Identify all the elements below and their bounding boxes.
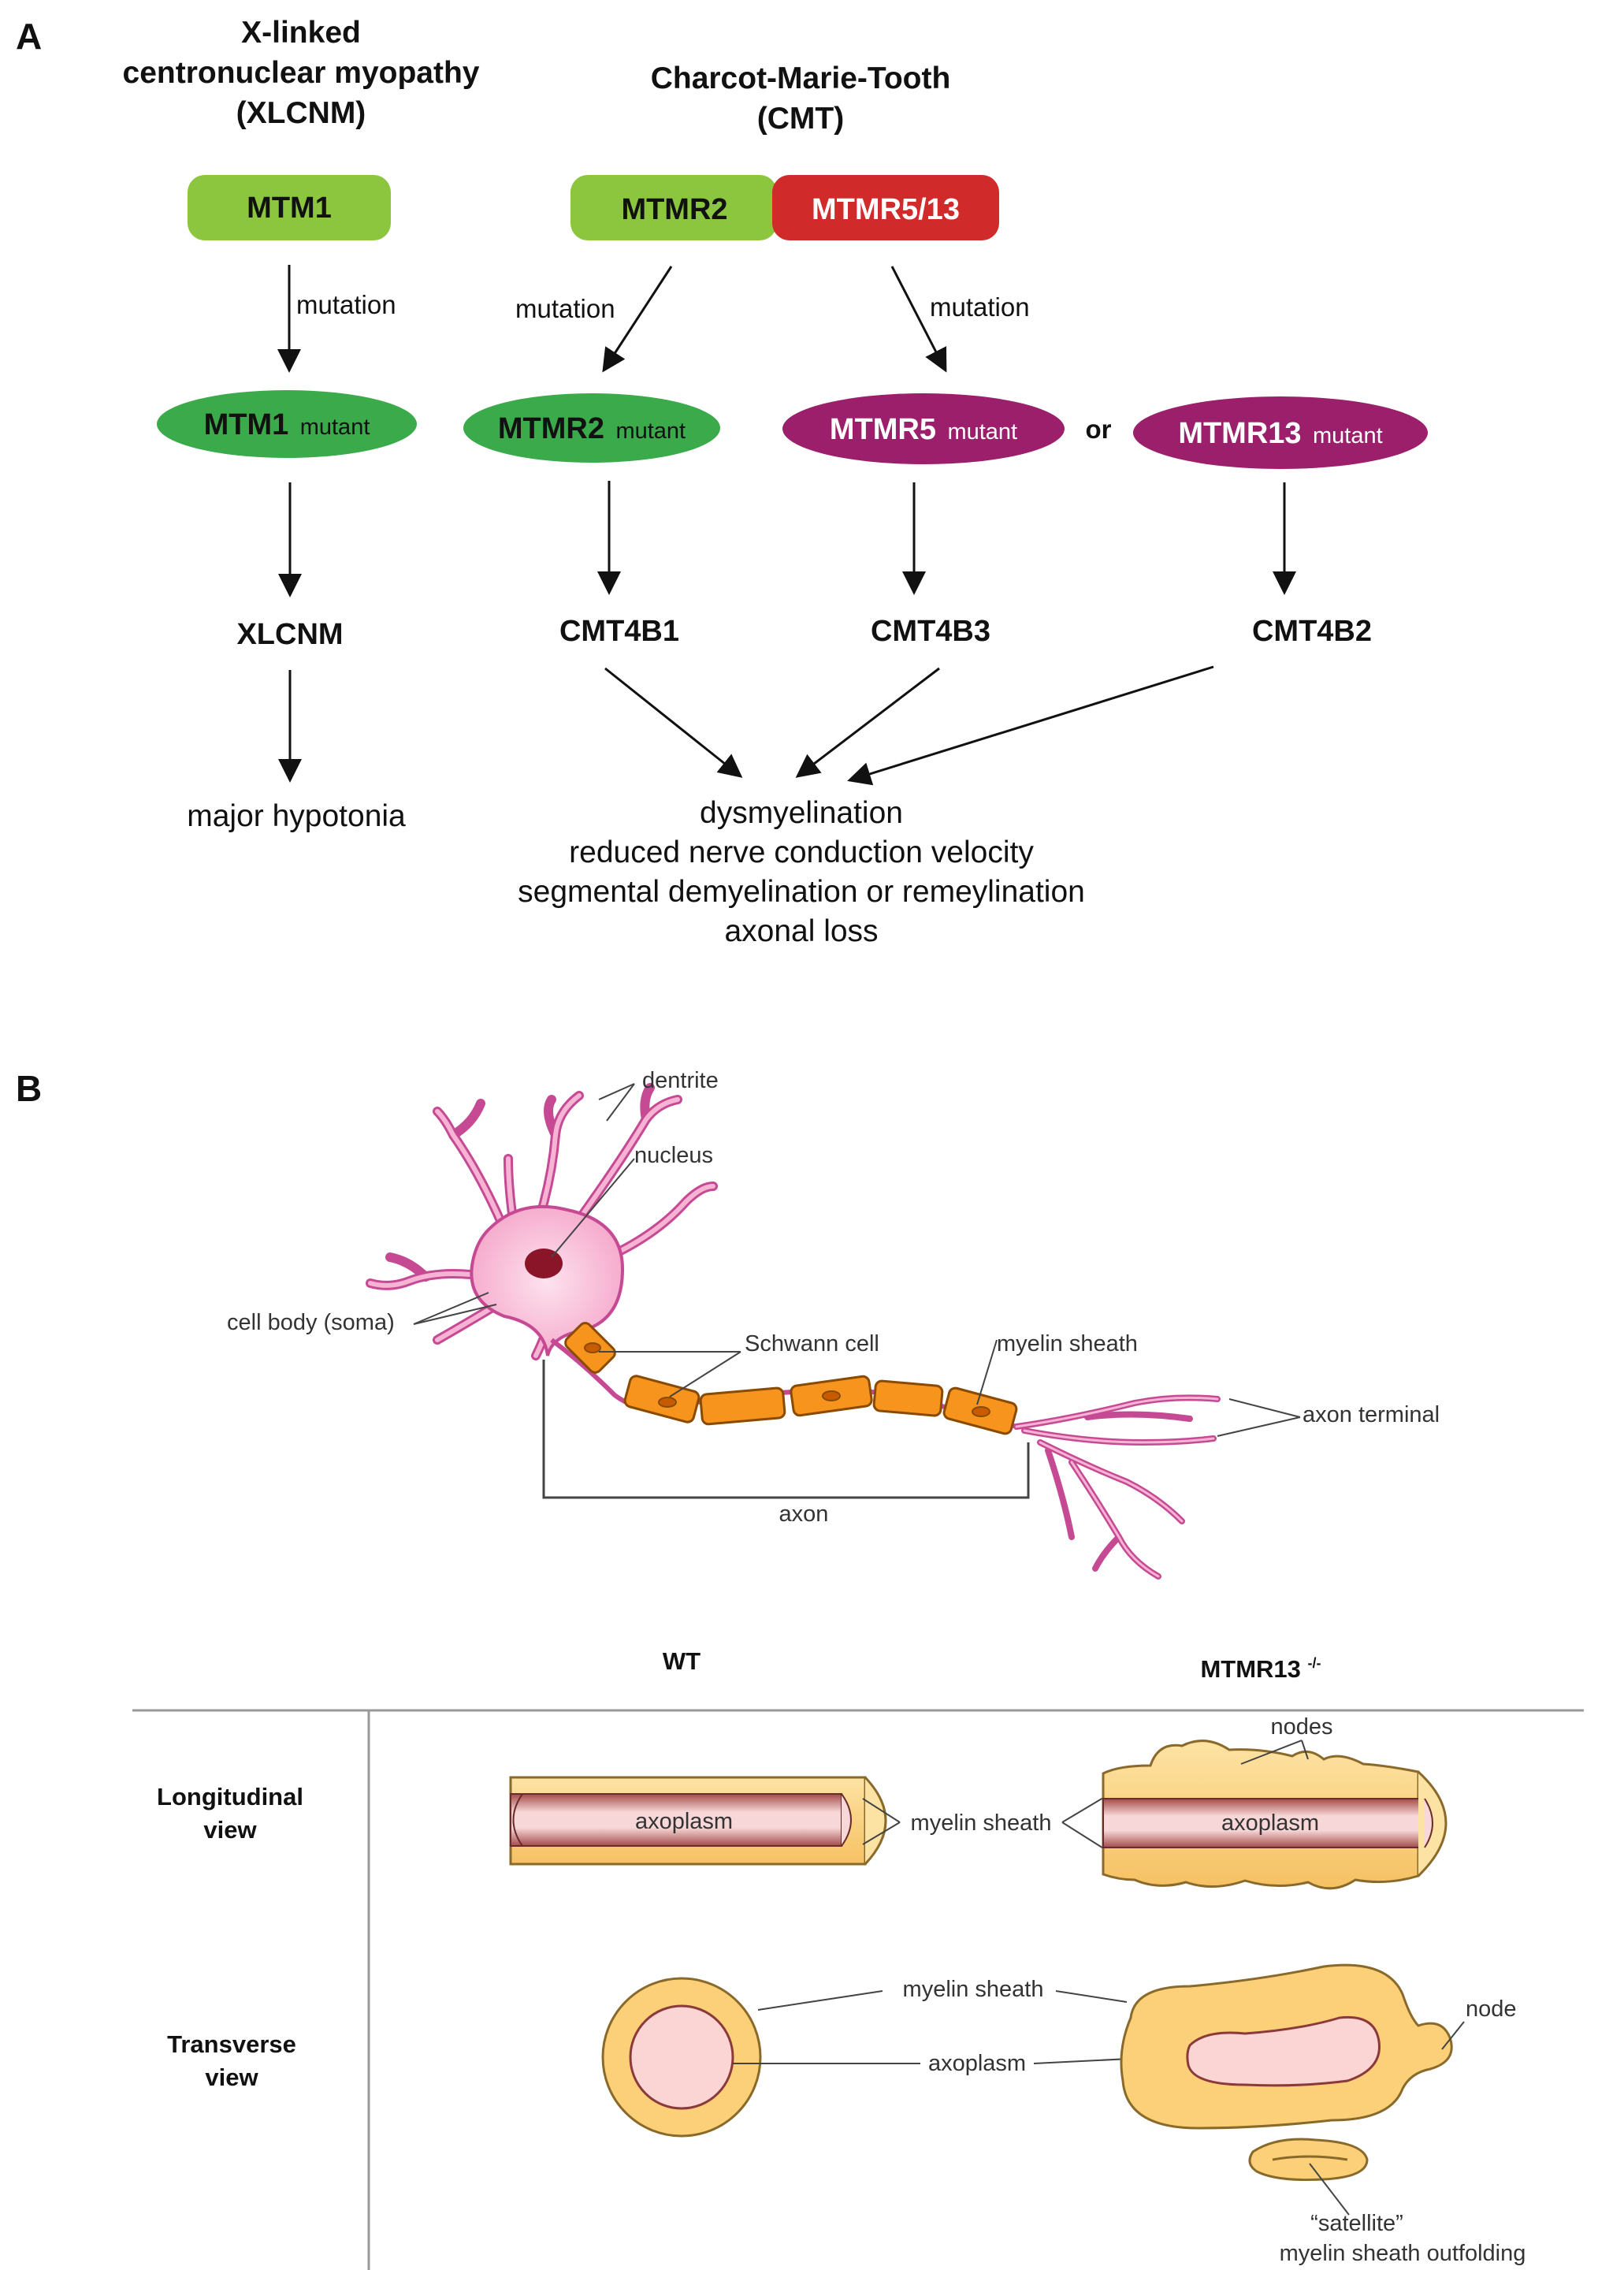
mutation-label-3: mutation (930, 292, 1030, 322)
col-header-wt: WT (663, 1647, 701, 1675)
col-header-mtmr13-name: MTMR13 (1200, 1655, 1300, 1683)
panel-letter-b: B (16, 1068, 42, 1109)
arrow-mtmr5-mutation (890, 266, 947, 373)
gene-label-mtmr2: MTMR2 (621, 193, 727, 226)
axon-terminal-branches (1013, 1394, 1221, 1580)
cmt-header-line-1: Charcot-Marie-Tooth (651, 61, 951, 95)
label-dendrite: dentrite (642, 1068, 719, 1093)
label-schwann-cell: Schwann cell (745, 1331, 879, 1356)
cmt-header-line-2: (CMT) (757, 102, 844, 136)
xlcnm-header: X-linked centronuclear myopathy (XLCNM) (123, 16, 480, 130)
arrow-cmt4b1-outcome (604, 667, 743, 778)
gene-box-mtmr2: MTMR2 (570, 175, 777, 240)
mutant-long-axoplasm-label: axoplasm (1221, 1810, 1319, 1836)
mutant-mtmr5: MTMR5 mutant (782, 393, 1065, 464)
row-label-transverse-2: view (205, 2063, 258, 2091)
arrow-mtmr2-mutation (602, 266, 673, 373)
arrow-cmt4b2-outcome (847, 665, 1214, 786)
mtmr13-transverse-diagram: node “satellite” myelin sheath outfoldin… (1120, 1963, 1526, 2266)
axon-bracket (542, 1360, 1030, 1499)
svg-text:MTMR2 mutant: MTMR2 mutant (498, 412, 686, 445)
nucleus (525, 1248, 563, 1278)
row-label-transverse-1: Transverse (167, 2030, 296, 2058)
outcome-major-hypotonia: major hypotonia (187, 799, 406, 833)
transverse-center-labels: myelin sheath axoplasm (733, 1977, 1195, 2076)
col-header-mtmr13-superscript: -/- (1308, 1655, 1321, 1671)
label-myelin-sheath: myelin sheath (997, 1331, 1138, 1356)
mutant-suffix-mtm1: mutant (300, 415, 370, 440)
mutation-label-1: mutation (296, 290, 396, 319)
mutant-name-mtmr5: MTMR5 (830, 413, 936, 446)
neuron-leader-lines (413, 1083, 1301, 1437)
axon-terminal-fill (1015, 1396, 1219, 1578)
label-nucleus: nucleus (634, 1143, 713, 1168)
cmt-outcome-1: dysmyelination (700, 796, 903, 830)
wt-longitudinal-diagram: axoplasm (509, 1776, 887, 1866)
node-label: node (1466, 1996, 1517, 2022)
mutant-name-mtmr13: MTMR13 (1178, 417, 1301, 450)
mtmr13-longitudinal-diagram: axoplasm nodes (1102, 1714, 1447, 1890)
mutant-suffix-mtmr5: mutant (947, 419, 1017, 445)
mutant-mtmr2: MTMR2 mutant (463, 393, 720, 463)
myelin-sheath-center-label: myelin sheath (862, 1795, 1108, 1851)
label-cell-body: cell body (soma) (227, 1310, 395, 1335)
svg-text:MTM1 mutant: MTM1 mutant (204, 408, 370, 441)
xlcnm-header-line-2: centronuclear myopathy (123, 56, 480, 90)
mutant-suffix-mtmr13: mutant (1313, 423, 1383, 448)
cmt-header: Charcot-Marie-Tooth (CMT) (651, 61, 951, 136)
label-axon: axon (779, 1502, 829, 1527)
row-label-longitudinal-1: Longitudinal (157, 1783, 303, 1810)
disease-xlcnm: XLCNM (236, 618, 343, 651)
col-header-mtmr13: MTMR13 -/- (1200, 1655, 1321, 1683)
panel-letter-a: A (16, 16, 42, 57)
comparison-table: WT MTMR13 -/- Longitudinal view Transver… (132, 1647, 1584, 2270)
cell-body (470, 1204, 625, 1356)
arrow-cmt4b3-outcome (795, 667, 940, 778)
cmt-outcome-2: reduced nerve conduction velocity (569, 835, 1034, 869)
schwann-nuclei (584, 1342, 990, 1417)
mutant-name-mtm1: MTM1 (204, 408, 289, 441)
trans-myelin-sheath-label: myelin sheath (903, 1977, 1044, 2002)
disease-cmt4b2: CMT4B2 (1252, 615, 1372, 648)
mutant-name-mtmr2: MTMR2 (498, 412, 604, 445)
satellite-label: “satellite” (1310, 2211, 1403, 2236)
dendrite-fill (368, 1093, 715, 1358)
xlcnm-header-line-1: X-linked (241, 16, 361, 50)
svg-text:MTMR13 mutant: MTMR13 mutant (1178, 417, 1382, 450)
disease-cmt4b1: CMT4B1 (559, 615, 679, 648)
cmt-outcome-4: axonal loss (724, 914, 878, 948)
mutant-mtmr13: MTMR13 mutant (1133, 396, 1428, 469)
outfolding-label: myelin sheath outfolding (1280, 2241, 1526, 2266)
disease-cmt4b3: CMT4B3 (871, 615, 990, 648)
neuron-illustration: dentrite nucleus cell body (soma) Schwan… (227, 1068, 1440, 1580)
gene-box-mtm1: MTM1 (188, 175, 391, 240)
mutation-label-2: mutation (515, 294, 615, 323)
or-label: or (1086, 415, 1112, 444)
gene-label-mtmr5-13: MTMR5/13 (812, 193, 960, 226)
wt-long-axoplasm-label: axoplasm (635, 1809, 733, 1834)
svg-text:MTMR5 mutant: MTMR5 mutant (830, 413, 1017, 446)
row-label-longitudinal-2: view (203, 1816, 257, 1844)
trans-axoplasm-label: axoplasm (928, 2051, 1026, 2076)
xlcnm-header-line-3: (XLCNM) (236, 96, 366, 130)
mutant-mtm1: MTM1 mutant (157, 390, 417, 458)
gene-box-mtmr5-13: MTMR5/13 (772, 175, 999, 240)
cmt-outcome-3: segmental demyelination or remeylination (518, 875, 1085, 909)
long-myelin-sheath-label: myelin sheath (911, 1810, 1052, 1836)
mutant-suffix-mtmr2: mutant (615, 419, 686, 444)
cmt-outcomes: dysmyelination reduced nerve conduction … (518, 796, 1085, 948)
nodes-label: nodes (1270, 1714, 1332, 1740)
label-axon-terminal: axon terminal (1303, 1402, 1440, 1427)
wt-transverse-diagram (601, 1977, 762, 2138)
gene-label-mtm1: MTM1 (247, 192, 332, 225)
